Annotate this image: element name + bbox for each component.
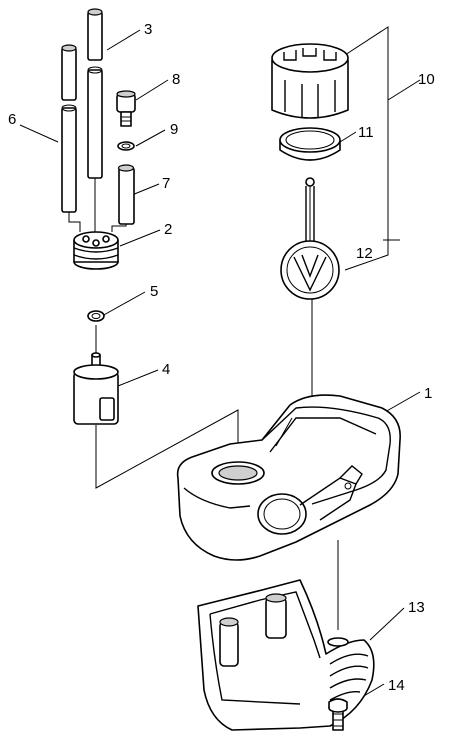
tank-cover-13 [197,579,375,731]
callout-8: 8 [172,71,180,88]
callout-4: 4 [162,361,170,378]
tube-long-6 [61,44,77,213]
gasket-11 [279,127,341,161]
callout-11: 11 [358,124,374,141]
fuel-tank-1 [176,394,401,561]
ring-5 [87,310,105,322]
fuel-cap-10 [271,43,349,119]
callout-9: 9 [170,121,178,138]
callout-6: 6 [8,111,16,128]
screw-14 [328,698,348,731]
callout-5: 5 [150,283,158,300]
o-ring-9 [117,141,135,151]
callout-12: 12 [356,245,373,262]
tube-short-7 [117,164,135,225]
tube-3 [87,8,103,179]
callout-14: 14 [388,677,405,694]
callout-1: 1 [424,385,432,402]
callout-3: 3 [144,21,152,38]
grommet-2 [68,178,127,270]
vent-valve-12 [280,177,340,300]
callout-13: 13 [408,599,425,616]
callout-7: 7 [162,175,170,192]
callout-10: 10 [418,71,435,88]
callout-2: 2 [164,221,172,238]
valve-8 [116,90,136,127]
callout-labels: 1 2 3 4 5 6 7 8 9 10 11 12 13 14 [8,21,435,694]
filter-4 [73,352,119,425]
